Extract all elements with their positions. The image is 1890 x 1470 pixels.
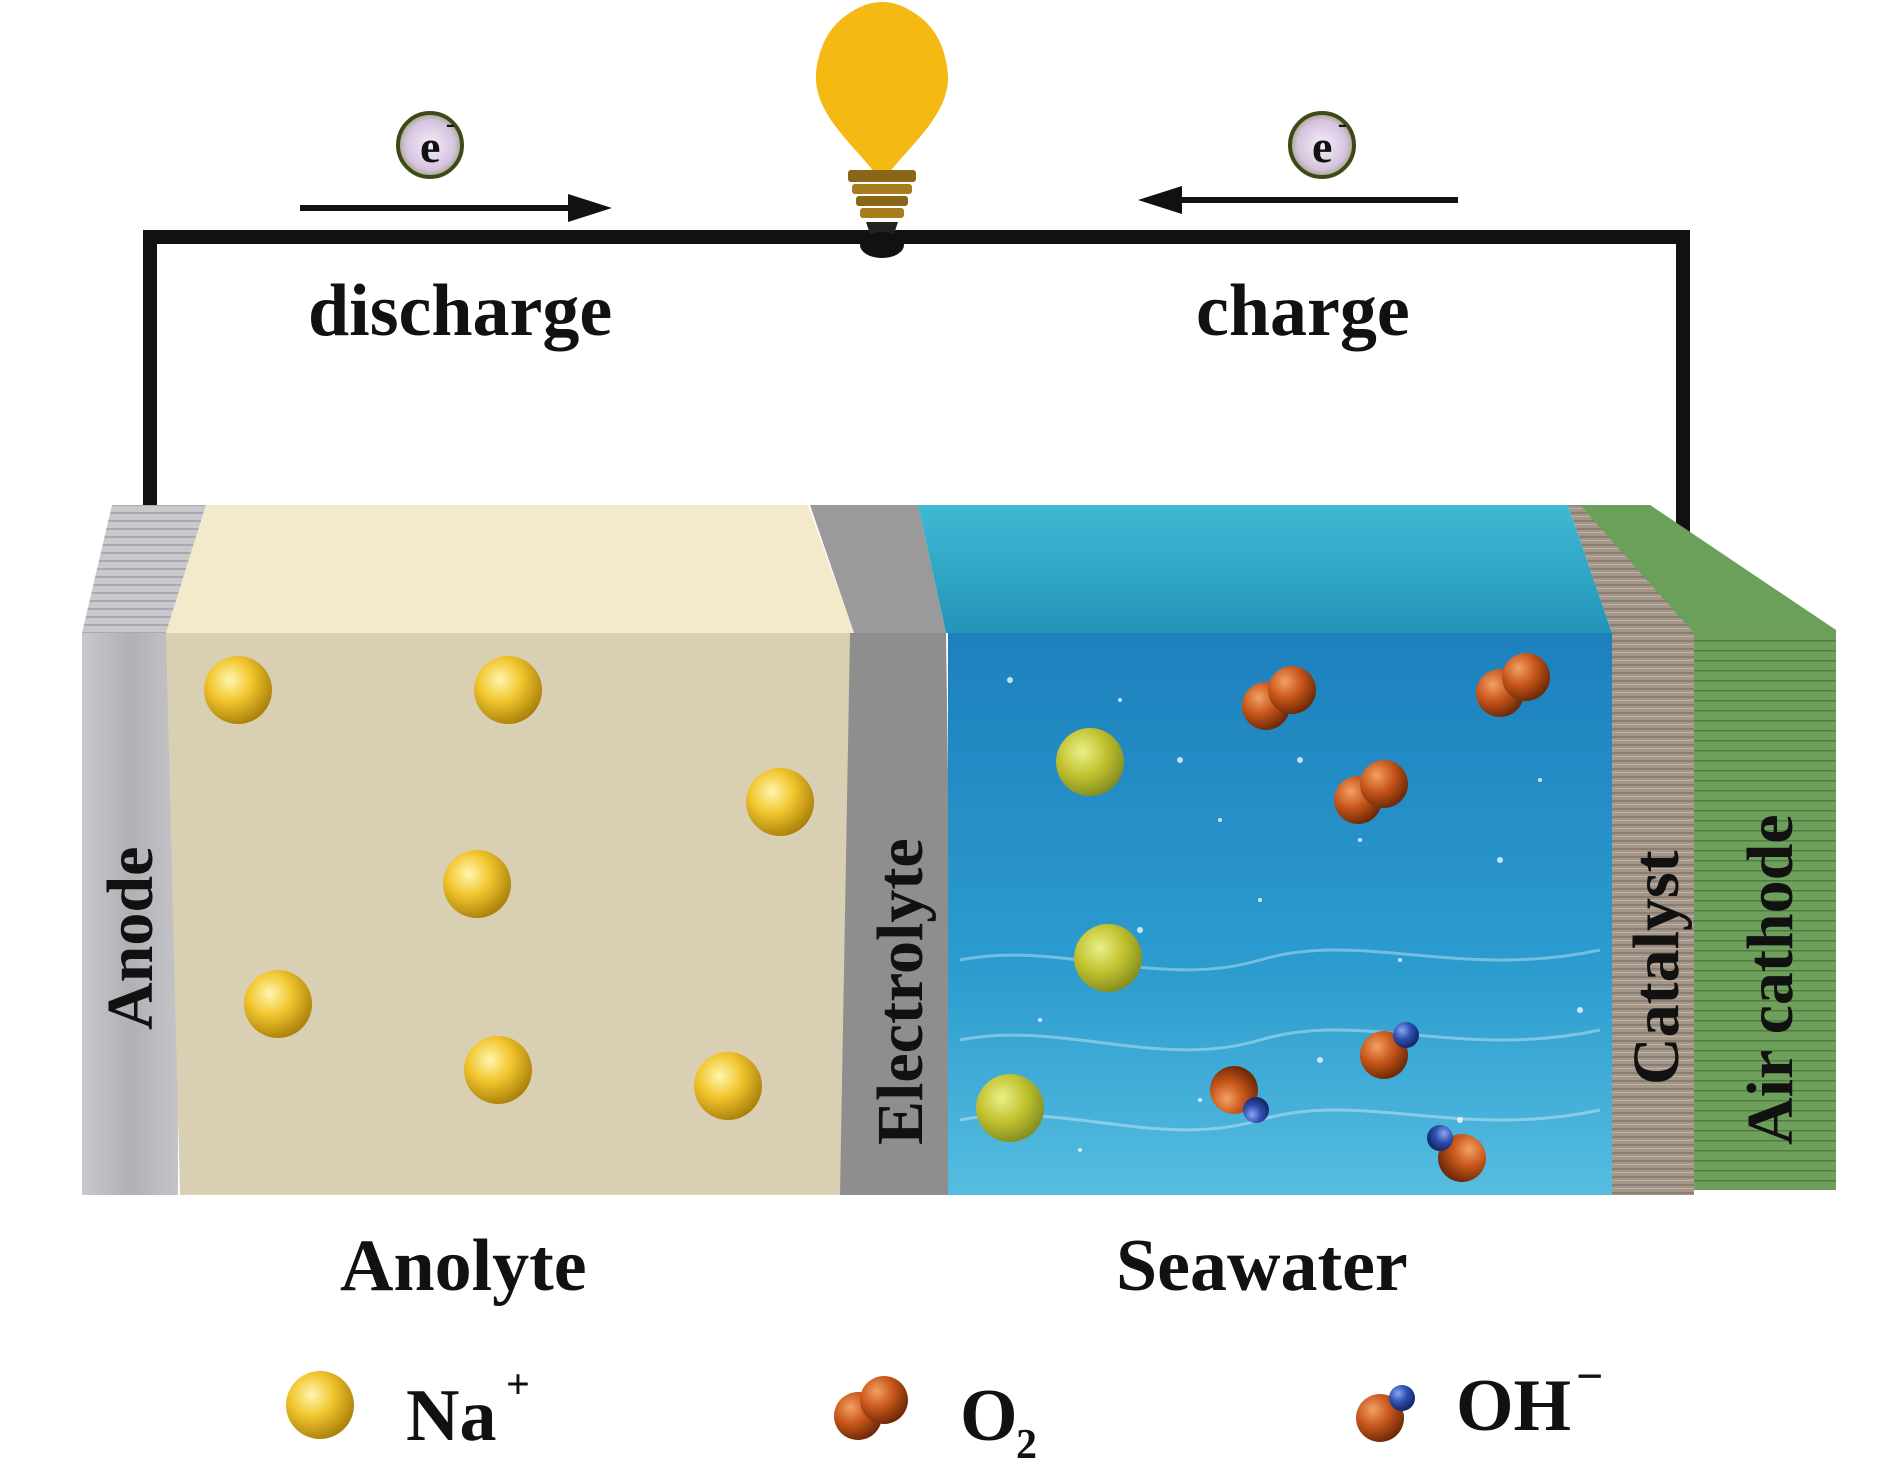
na-ion xyxy=(204,656,272,724)
electrolyte-layer xyxy=(840,633,954,1195)
na-ion xyxy=(694,1052,762,1120)
legend-oh-icon xyxy=(1356,1385,1415,1442)
light-bulb-icon xyxy=(816,2,948,258)
na-ion xyxy=(464,1036,532,1104)
seawater-top xyxy=(918,505,1612,633)
na-ion xyxy=(1056,728,1124,796)
air-cathode-layer xyxy=(1694,633,1836,1190)
anode-top xyxy=(82,505,206,633)
na-ion xyxy=(244,970,312,1038)
legend-o2-sub: 2 xyxy=(1016,1422,1037,1465)
na-ion xyxy=(1074,924,1142,992)
seawater-label: Seawater xyxy=(1116,1225,1408,1307)
na-ion xyxy=(474,656,542,724)
legend-o2-label: O xyxy=(960,1375,1018,1457)
anolyte-label: Anolyte xyxy=(340,1225,587,1307)
electron-right-label: e xyxy=(1312,121,1332,172)
electron-left-label: e xyxy=(420,121,440,172)
electron-left-icon: e - xyxy=(396,109,464,179)
legend: Na + O 2 OH − xyxy=(286,1350,1603,1468)
air-cathode-top xyxy=(1580,505,1836,633)
electrolyte-label: Electrolyte xyxy=(864,838,937,1145)
catalyst-top xyxy=(1568,505,1694,633)
legend-o2-icon xyxy=(834,1376,908,1440)
na-ion xyxy=(976,1074,1044,1142)
anode-layer xyxy=(82,633,178,1195)
legend-na-sup: + xyxy=(506,1362,530,1408)
na-ion xyxy=(746,768,814,836)
seawater-layer xyxy=(948,633,1614,1195)
legend-oh-sup: − xyxy=(1576,1350,1603,1403)
circuit-wire xyxy=(143,230,1690,555)
anolyte-top xyxy=(166,505,854,633)
anolyte-layer xyxy=(166,633,854,1195)
electrolyte-top xyxy=(810,505,946,633)
charge-label: charge xyxy=(1196,270,1410,352)
na-ions-anolyte xyxy=(204,656,814,1120)
anode-label: Anode xyxy=(94,847,167,1030)
catalyst-label: Catalyst xyxy=(1620,850,1693,1085)
na-ions-seawater xyxy=(976,728,1142,1142)
discharge-label: discharge xyxy=(308,270,612,352)
legend-oh-label: OH xyxy=(1456,1365,1571,1447)
electron-right-icon: e - xyxy=(1288,109,1356,179)
electron-left-charge: - xyxy=(446,109,455,138)
legend-na-label: Na xyxy=(406,1375,496,1457)
charge-arrow-icon xyxy=(1138,186,1458,214)
catalyst-layer xyxy=(1612,633,1694,1195)
discharge-arrow-icon xyxy=(300,194,612,222)
air-cathode-label: Air cathode xyxy=(1734,814,1807,1145)
na-ion xyxy=(443,850,511,918)
electron-right-charge: - xyxy=(1338,109,1347,138)
legend-na-icon xyxy=(286,1371,354,1439)
